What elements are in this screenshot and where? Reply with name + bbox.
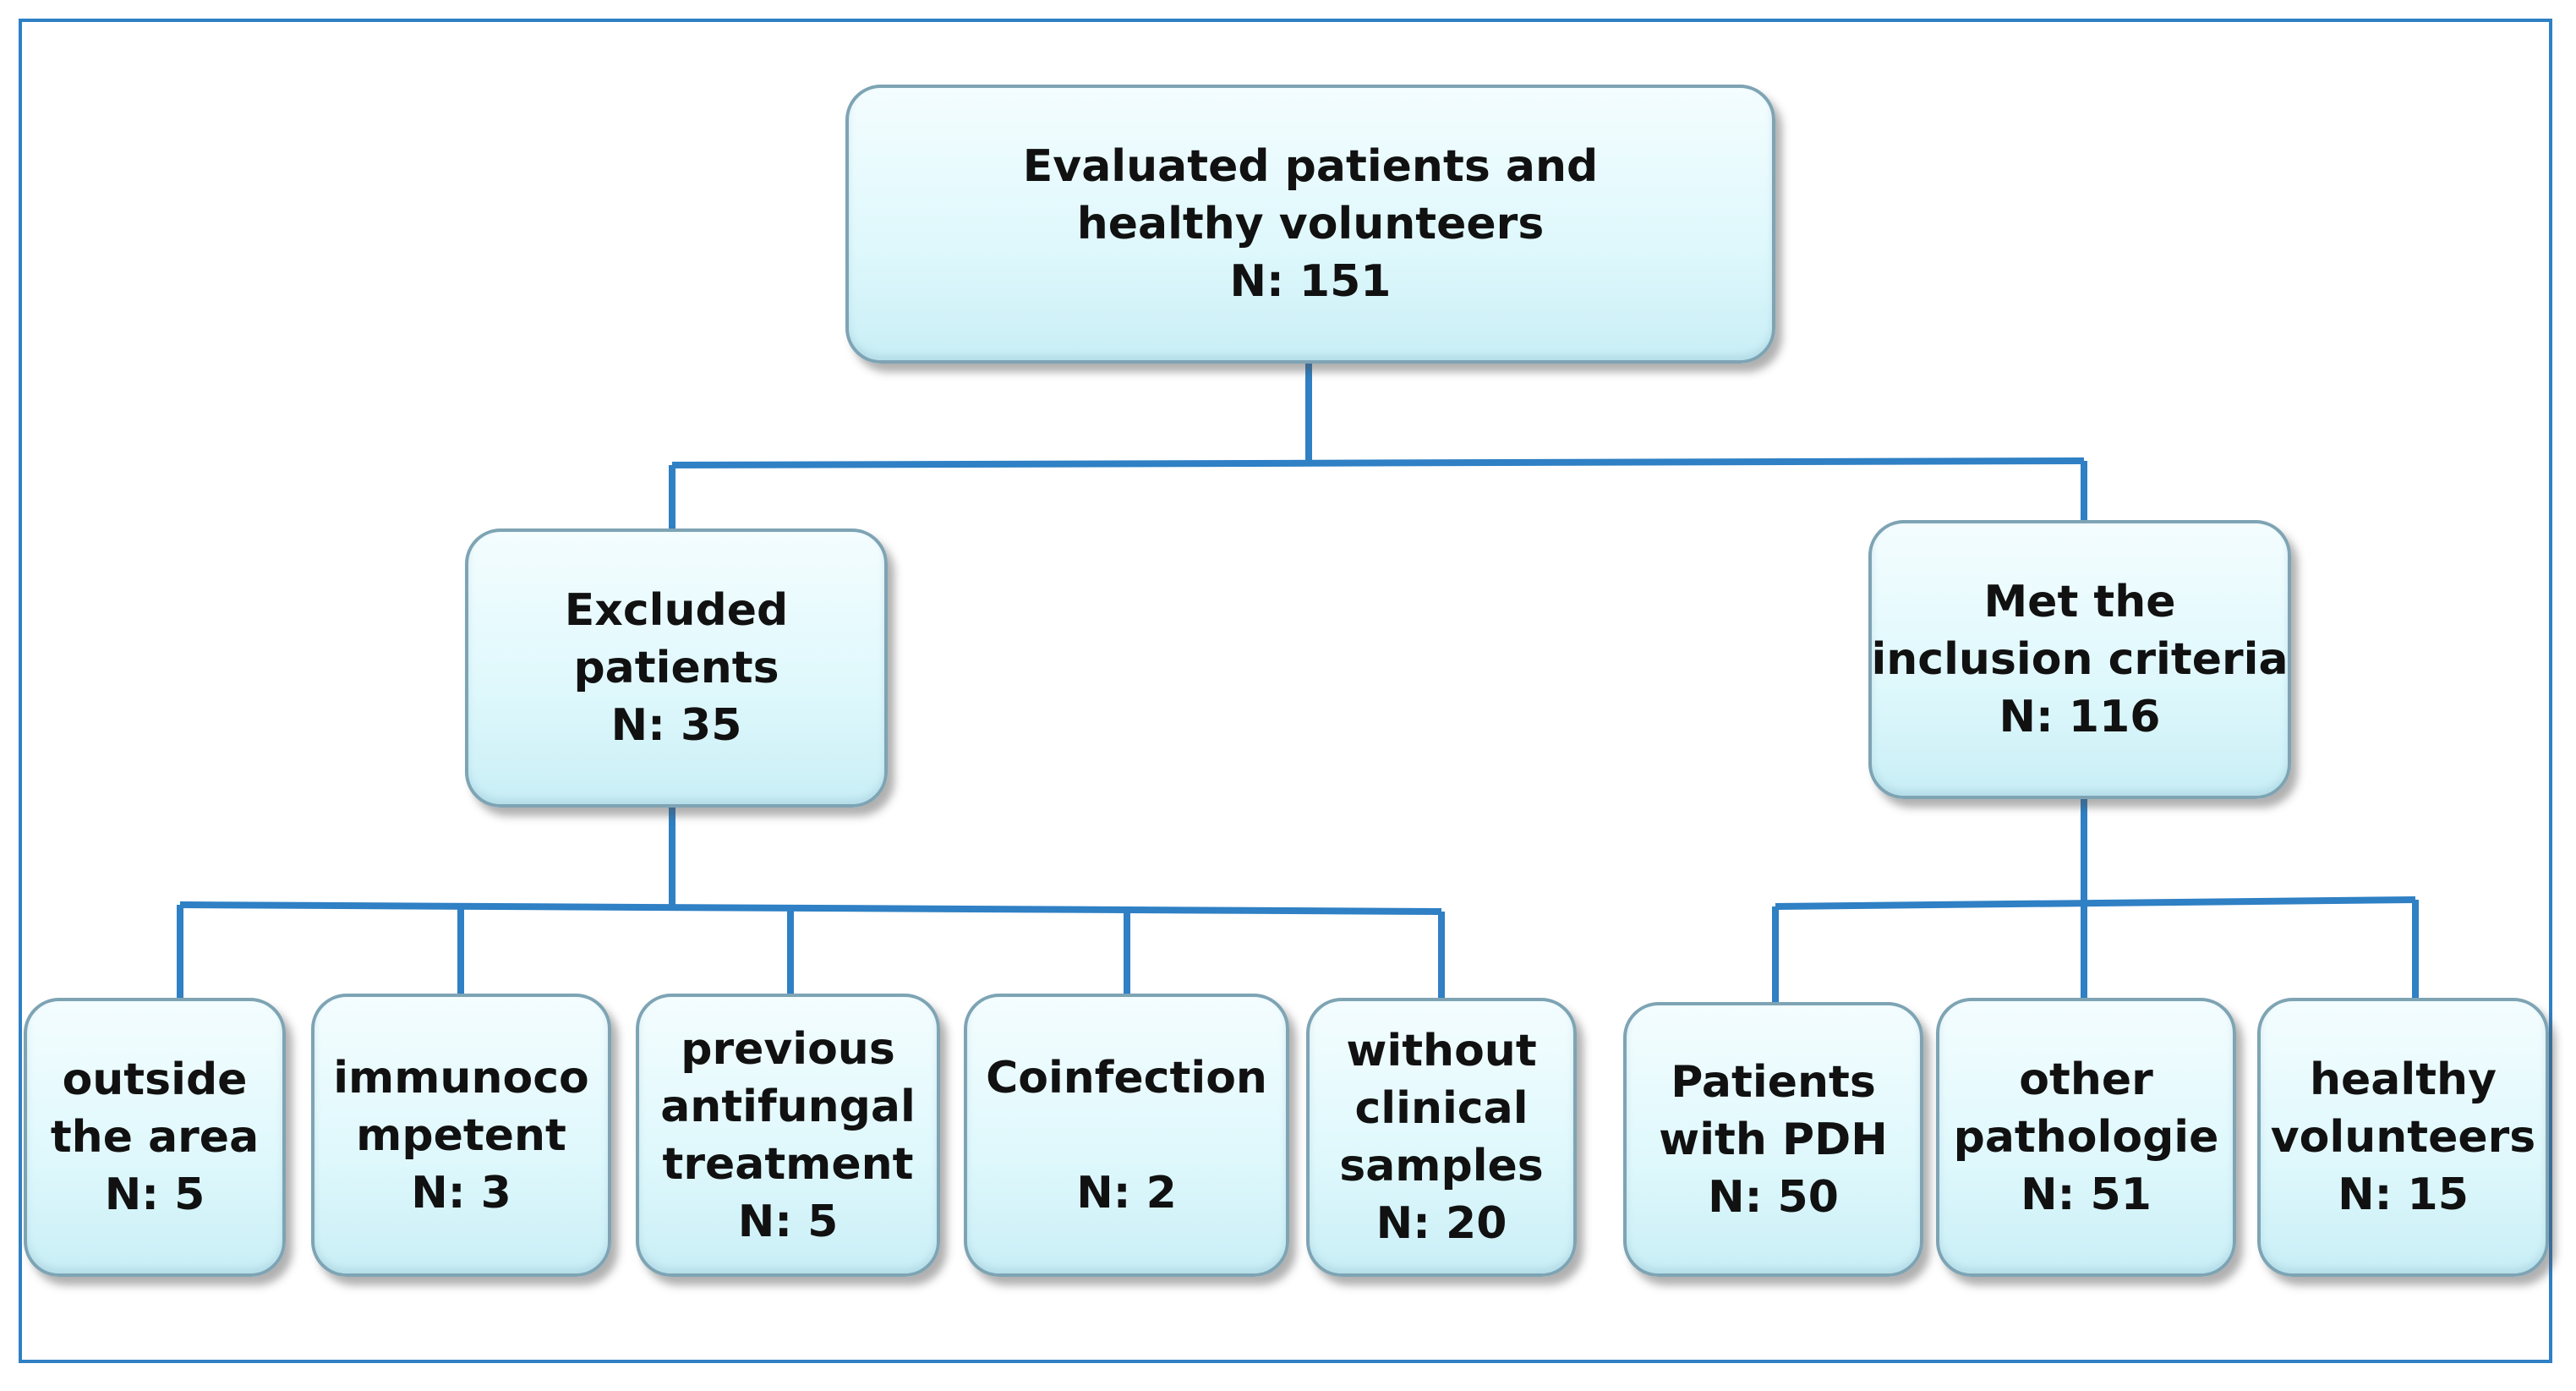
- reason-count: N: 20: [1376, 1198, 1507, 1249]
- reason-count: N: 3: [411, 1167, 511, 1218]
- connector-excluded-bar: [179, 901, 1442, 915]
- reason-line2: clinical: [1354, 1083, 1529, 1134]
- connector-level1-bar: [671, 457, 2085, 468]
- reason-count: N: 5: [104, 1169, 205, 1220]
- inclusion-group-pdh: Patients with PDH N: 50: [1623, 1002, 1923, 1277]
- diagram-frame: [19, 19, 2552, 1363]
- root-node-count: N: 151: [1229, 256, 1392, 307]
- root-node-line2: healthy volunteers: [1076, 199, 1545, 249]
- reason-line1: without: [1346, 1026, 1537, 1076]
- excluded-node-count: N: 35: [610, 700, 742, 751]
- inclusion-group-other-pathologie: other pathologie N: 51: [1936, 998, 2236, 1277]
- group-line2: pathologie: [1953, 1112, 2219, 1163]
- group-line2: with PDH: [1659, 1114, 1888, 1165]
- group-line1: other: [2019, 1054, 2153, 1105]
- exclusion-reason-coinfection: Coinfection N: 2: [964, 994, 1289, 1277]
- group-count: N: 15: [2338, 1169, 2469, 1220]
- reason-count: N: 2: [1076, 1167, 1177, 1218]
- reason-line3: samples: [1339, 1141, 1544, 1191]
- reason-line3: treatment: [662, 1138, 914, 1190]
- included-node-count: N: 116: [1999, 692, 2161, 742]
- group-count: N: 51: [2021, 1169, 2152, 1220]
- group-line2: volunteers: [2270, 1112, 2536, 1163]
- reason-line2: antifungal: [660, 1081, 916, 1132]
- reason-line1: outside: [62, 1054, 248, 1105]
- root-node: Evaluated patients and healthy volunteer…: [845, 85, 1775, 364]
- reason-line1: Coinfection: [986, 1052, 1267, 1103]
- exclusion-reason-without-samples: without clinical samples N: 20: [1306, 998, 1577, 1277]
- included-node-line1: Met the: [1983, 577, 2176, 627]
- included-node: Met the inclusion criteria N: 116: [1868, 520, 2291, 799]
- excluded-node: Excluded patients N: 35: [465, 528, 888, 808]
- group-line1: healthy: [2310, 1054, 2497, 1105]
- reason-line1: immunoco: [333, 1052, 589, 1103]
- reason-line2: mpetent: [356, 1109, 566, 1161]
- included-node-line2: inclusion criteria: [1871, 634, 2289, 685]
- inclusion-group-healthy-volunteers: healthy volunteers N: 15: [2257, 998, 2549, 1277]
- exclusion-reason-immunocompetent: immunoco mpetent N: 3: [311, 994, 611, 1277]
- reason-line1: previous: [681, 1023, 895, 1075]
- reason-line2: the area: [50, 1112, 260, 1163]
- group-count: N: 50: [1708, 1171, 1839, 1223]
- excluded-node-line1: Excluded: [564, 585, 789, 636]
- group-line1: Patients: [1671, 1056, 1876, 1108]
- reason-count: N: 5: [737, 1196, 839, 1247]
- connector-included-bar: [1775, 896, 2416, 910]
- root-node-line1: Evaluated patients and: [1022, 141, 1599, 192]
- excluded-node-line2: patients: [573, 643, 779, 693]
- exclusion-reason-outside-area: outside the area N: 5: [24, 998, 286, 1277]
- exclusion-reason-previous-antifungal: previous antifungal treatment N: 5: [636, 994, 940, 1277]
